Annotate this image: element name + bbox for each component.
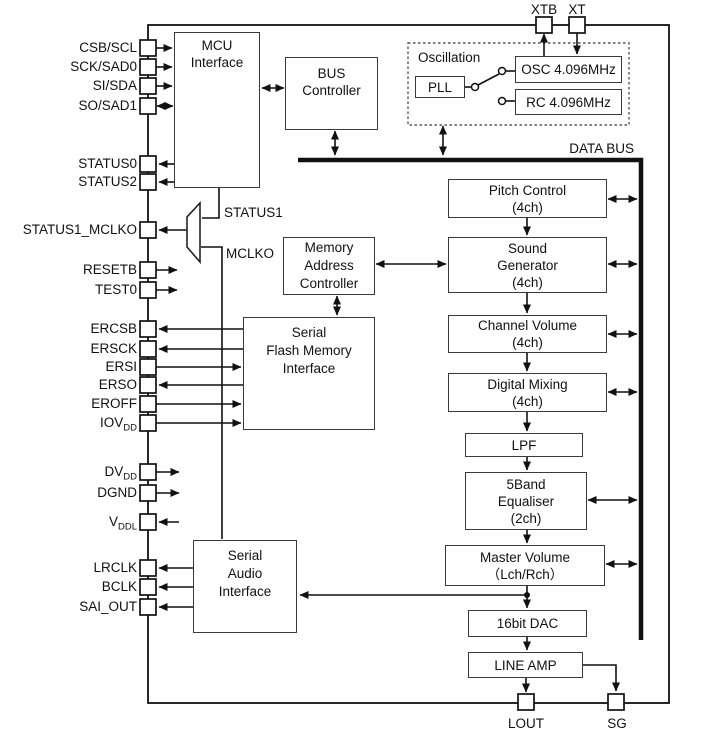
pin-label-ersck: ERSCK <box>90 341 137 356</box>
sfmi-line: Interface <box>282 361 336 376</box>
pin-label-sg: SG <box>607 716 627 731</box>
sai-line: Interface <box>218 584 272 599</box>
line-amp-label: LINE AMP <box>494 657 557 673</box>
pin-label-erso: ERSO <box>98 377 137 392</box>
equaliser-line: Equaliser <box>497 493 555 509</box>
sai-line: Serial <box>227 548 263 563</box>
block-line-amp: LINE AMP <box>468 652 583 678</box>
pin-label-so-sad1: SO/SAD1 <box>78 98 137 113</box>
block-serial-flash-memory-interface: Serial Flash Memory Interface <box>243 317 375 430</box>
sound-line: (4ch) <box>512 274 543 290</box>
mac-line: Address <box>304 258 354 273</box>
block-pll: PLL <box>415 76 465 98</box>
digital-mixing-line: (4ch) <box>512 393 543 409</box>
block-digital-mixing: Digital Mixing (4ch) <box>448 373 607 412</box>
sfmi-line: Flash Memory <box>266 343 352 358</box>
mcu-line: MCU <box>201 38 233 53</box>
channel-volume-line: (4ch) <box>512 335 543 350</box>
pin-label-vddl: VDDL <box>108 514 137 533</box>
sound-line: Sound <box>507 240 548 256</box>
pin-label-status1-mclko: STATUS1_MCLKO <box>22 222 137 237</box>
digital-mixing-line: Digital Mixing <box>487 376 568 392</box>
pin-label-si-sda: SI/SDA <box>92 78 137 93</box>
pin-label-eroff: EROFF <box>91 396 137 411</box>
osc-label: OSC 4.096MHz <box>521 62 616 77</box>
sai-line: Audio <box>227 566 263 581</box>
block-mcu-interface: MCU Interface <box>174 32 260 188</box>
block-16bit-dac: 16bit DAC <box>468 610 587 637</box>
mclko-wire <box>201 246 223 539</box>
bus-controller-line: BUS <box>317 66 346 81</box>
pin-label-test0: TEST0 <box>94 282 137 297</box>
pin-label-iovdd: IOVDD <box>100 415 137 434</box>
oscillation-dashed-box <box>407 42 630 126</box>
pin-label-dvdd: DVDD <box>104 464 138 483</box>
block-5band-equaliser: 5Band Equaliser (2ch) <box>465 472 587 530</box>
pin-label-bclk: BCLK <box>101 579 137 594</box>
pin-label-ersi: ERSI <box>105 359 137 374</box>
pitch-line: Pitch Control <box>488 182 567 198</box>
pin-label-sck-sad0: SCK/SAD0 <box>70 59 137 74</box>
sfmi-line: Serial <box>291 325 327 340</box>
block-pitch-control: Pitch Control (4ch) <box>448 179 607 218</box>
equaliser-line: 5Band <box>506 476 546 492</box>
mux-shape <box>186 200 201 265</box>
mclko-label: MCLKO <box>226 246 275 261</box>
block-master-volume: Master Volume （Lch/Rch） <box>445 545 605 586</box>
block-memory-address-controller: Memory Address Controller <box>283 237 375 295</box>
dac-label: 16bit DAC <box>496 616 559 631</box>
pin-label-csb-scl: CSB/SCL <box>79 40 137 55</box>
block-osc: OSC 4.096MHz <box>515 56 622 83</box>
pin-label-resetb: RESETB <box>82 262 137 277</box>
mac-line: Controller <box>299 276 359 291</box>
mcu-line: Interface <box>190 55 244 70</box>
pll-label: PLL <box>427 79 453 95</box>
switch-contacts <box>470 66 507 106</box>
pin-squares <box>139 16 625 711</box>
status1-label: STATUS1 <box>224 205 283 220</box>
block-serial-audio-interface: Serial Audio Interface <box>193 540 297 633</box>
block-lpf: LPF <box>465 433 583 457</box>
master-volume-line: Master Volume <box>479 549 571 565</box>
mac-line: Memory <box>304 240 354 255</box>
oscillation-label: Oscillation <box>418 50 481 65</box>
pin-label-xtb: XTB <box>530 2 558 17</box>
block-rc: RC 4.096MHz <box>515 89 622 115</box>
block-bus-controller: BUS Controller <box>285 57 378 130</box>
data-bus-line <box>298 157 644 640</box>
pin-label-status2: STATUS2 <box>78 174 137 189</box>
bus-controller-line: Controller <box>302 83 361 98</box>
data-bus-label: DATA BUS <box>569 141 634 156</box>
lpf-label: LPF <box>511 437 537 453</box>
pitch-line: (4ch) <box>512 199 543 215</box>
equaliser-line: (2ch) <box>510 510 542 526</box>
block-channel-volume: Channel Volume (4ch) <box>448 315 607 353</box>
master-volume-line: （Lch/Rch） <box>486 566 564 582</box>
pin-label-lout: LOUT <box>507 716 544 731</box>
wires <box>156 33 638 693</box>
pin-label-ercsb: ERCSB <box>90 321 137 336</box>
sound-line: Generator <box>497 257 558 273</box>
rc-label: RC 4.096MHz <box>526 94 611 110</box>
pin-label-dgnd: DGND <box>97 485 137 500</box>
pin-label-sai-out: SAI_OUT <box>79 599 137 614</box>
pin-label-xt: XT <box>568 2 586 17</box>
junction-dot <box>524 592 530 598</box>
channel-volume-line: Channel Volume <box>477 318 578 333</box>
status1-wire <box>202 188 220 219</box>
block-sound-generator: Sound Generator (4ch) <box>448 237 607 293</box>
pin-label-status0: STATUS0 <box>78 156 137 171</box>
pin-label-lrclk: LRCLK <box>93 560 137 575</box>
